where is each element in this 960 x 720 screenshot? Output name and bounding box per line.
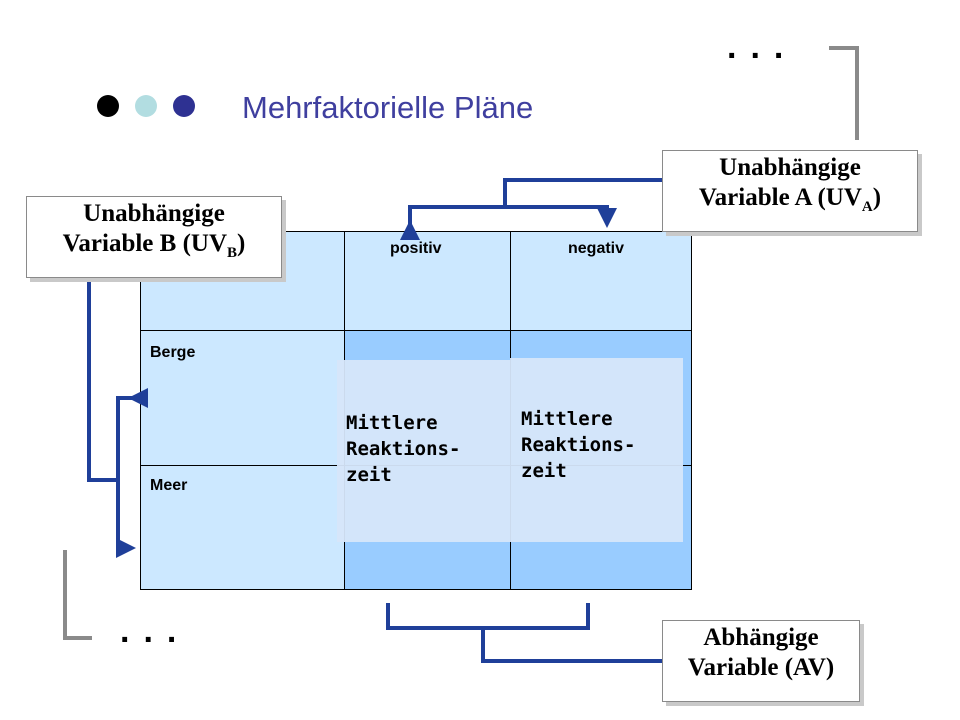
uv-a-line2: Variable A (UVA) xyxy=(698,184,882,215)
mean-rt-label-positiv: Mittlere Reaktions- zeit xyxy=(346,410,460,488)
lightblue-dot-icon xyxy=(135,95,157,117)
uv-a-connector xyxy=(503,178,690,207)
mean-rt-line3: zeit xyxy=(346,464,392,486)
uv-b-fork xyxy=(116,388,148,558)
mean-rt-line1: Mittlere xyxy=(521,408,613,430)
av-line2: Variable (AV) xyxy=(687,654,835,681)
page-title: Mehrfaktorielle Pläne xyxy=(242,90,534,125)
mean-rt-line1: Mittlere xyxy=(346,412,438,434)
av-line1: Abhängige xyxy=(703,624,819,651)
bracket-bottom-left xyxy=(63,550,92,640)
black-dot-icon xyxy=(97,95,119,117)
av-label-box: Abhängige Variable (AV) xyxy=(662,620,860,702)
uv-b-label-box: Unabhängige Variable B (UVB) xyxy=(26,196,282,278)
mean-rt-line2: Reaktions- xyxy=(346,438,461,460)
av-bracket xyxy=(386,603,590,630)
bracket-top-right xyxy=(829,46,859,140)
uv-a-line1: Unabhängige xyxy=(719,154,861,181)
mean-rt-line3: zeit xyxy=(521,460,567,482)
row-header-meer xyxy=(140,465,345,590)
uv-b-line1: Unabhängige xyxy=(83,200,225,227)
darkblue-dot-icon xyxy=(173,95,195,117)
mean-rt-line2: Reaktions- xyxy=(521,434,636,456)
mean-rt-label-negativ: Mittlere Reaktions- zeit xyxy=(521,406,635,484)
uv-b-line2: Variable B (UVB) xyxy=(62,230,246,261)
row-header-berge-label: Berge xyxy=(150,344,196,361)
uv-b-connector xyxy=(87,275,118,482)
uv-a-fork xyxy=(400,205,617,240)
ellipsis-bottom: ... xyxy=(120,612,191,650)
col-header-positiv-label: positiv xyxy=(390,240,442,257)
uv-a-label-box: Unabhängige Variable A (UVA) xyxy=(662,150,918,232)
row-header-meer-label: Meer xyxy=(150,477,188,494)
col-header-negativ xyxy=(510,231,692,331)
overlay-box-positiv xyxy=(337,360,510,542)
overlay-box-negativ xyxy=(510,358,683,542)
av-connector xyxy=(481,628,665,663)
col-header-negativ-label: negativ xyxy=(568,240,625,257)
ellipsis-top: ... xyxy=(727,28,798,66)
